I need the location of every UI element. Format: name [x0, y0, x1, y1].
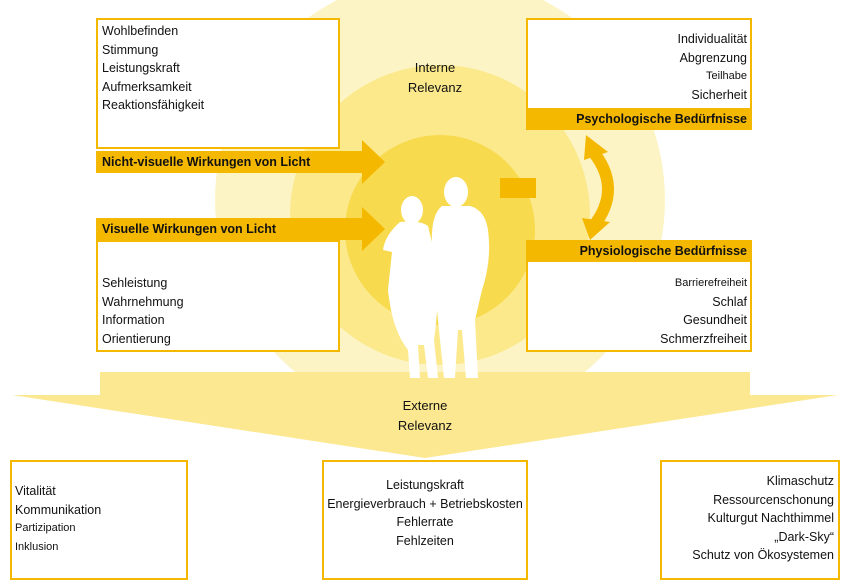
list-item: Kulturgut Nachthimmel: [707, 511, 834, 525]
list-item: Aufmerksamkeit: [102, 79, 192, 94]
list-item: Gesundheit: [683, 313, 747, 327]
social-box: [10, 460, 188, 580]
psychological-needs-bar: [526, 108, 752, 130]
visual-effects-label: Visuelle Wirkungen von Licht: [102, 222, 276, 236]
physiological-needs-bar: [526, 240, 752, 262]
list-item: Schmerzfreiheit: [660, 331, 747, 346]
visual-effects-box: [96, 240, 340, 352]
physiological-needs-label: Physiologische Bedürfnisse: [579, 244, 747, 258]
list-item: Energieverbrauch + Betriebskosten: [327, 496, 523, 511]
ecological-box: [660, 460, 840, 580]
list-item: Leistungskraft: [102, 61, 180, 75]
list-item: Kommunikation: [15, 502, 102, 517]
economic-list: Leistungskraft Energieverbrauch + Betrie…: [322, 476, 528, 550]
list-item: Vitalität: [15, 484, 56, 498]
list-item: Abgrenzung: [679, 50, 747, 65]
list-item: Leistungskraft: [386, 478, 464, 492]
list-item: „Dark-Sky“: [774, 529, 834, 544]
list-item: Inklusion: [15, 540, 59, 553]
list-item: Schutz von Ökosystemen: [692, 548, 834, 562]
nonvisual-effects-box: [96, 18, 340, 149]
list-item: Sicherheit: [691, 87, 747, 102]
visual-effects-list: Sehleistung Wahrnehmung Information Orie…: [102, 274, 184, 348]
psychological-needs-label: Psychologische Bedürfnisse: [576, 112, 747, 126]
economic-box: [322, 460, 528, 580]
list-item: Stimmung: [102, 42, 159, 57]
list-item: Teilhabe: [706, 70, 747, 82]
list-item: Information: [102, 313, 165, 327]
nonvisual-effects-label: Nicht-visuelle Wirkungen von Licht: [102, 155, 311, 169]
list-item: Fehlzeiten: [396, 533, 454, 548]
connector-bar: [500, 178, 536, 198]
list-item: Sehleistung: [102, 276, 168, 290]
ecological-list: Klimaschutz Ressourcenschonung Kulturgut…: [692, 472, 834, 565]
social-list: Vitalität Kommunikation Partizipation In…: [15, 482, 101, 556]
external-relevance-label: Externe Relevanz: [397, 398, 453, 433]
nonvisual-effects-list: Wohlbefinden Stimmung Leistungskraft Auf…: [102, 22, 204, 115]
psychological-needs-list: Individualität Abgrenzung Teilhabe Siche…: [678, 30, 748, 104]
internal-relevance-label: Interne Relevanz: [407, 60, 463, 95]
people-silhouette-icon: [383, 177, 490, 378]
list-item: Orientierung: [102, 331, 171, 346]
list-item: Individualität: [677, 32, 748, 46]
list-item: Ressourcenschonung: [713, 492, 834, 507]
list-item: Wohlbefinden: [102, 24, 179, 38]
list-item: Schlaf: [712, 294, 747, 309]
list-item: Klimaschutz: [766, 474, 834, 488]
list-item: Fehlerrate: [396, 515, 454, 529]
list-item: Partizipation: [15, 522, 76, 534]
physiological-needs-list: Barrierefreiheit Schlaf Gesundheit Schme…: [660, 274, 747, 348]
double-arrow-icon: [582, 135, 614, 240]
list-item: Barrierefreiheit: [674, 277, 747, 289]
list-item: Wahrnehmung: [102, 294, 184, 309]
arrow-right-icon: [96, 140, 385, 184]
list-item: Reaktionsfähigkeit: [102, 98, 205, 112]
down-arrow-icon: [12, 372, 838, 458]
